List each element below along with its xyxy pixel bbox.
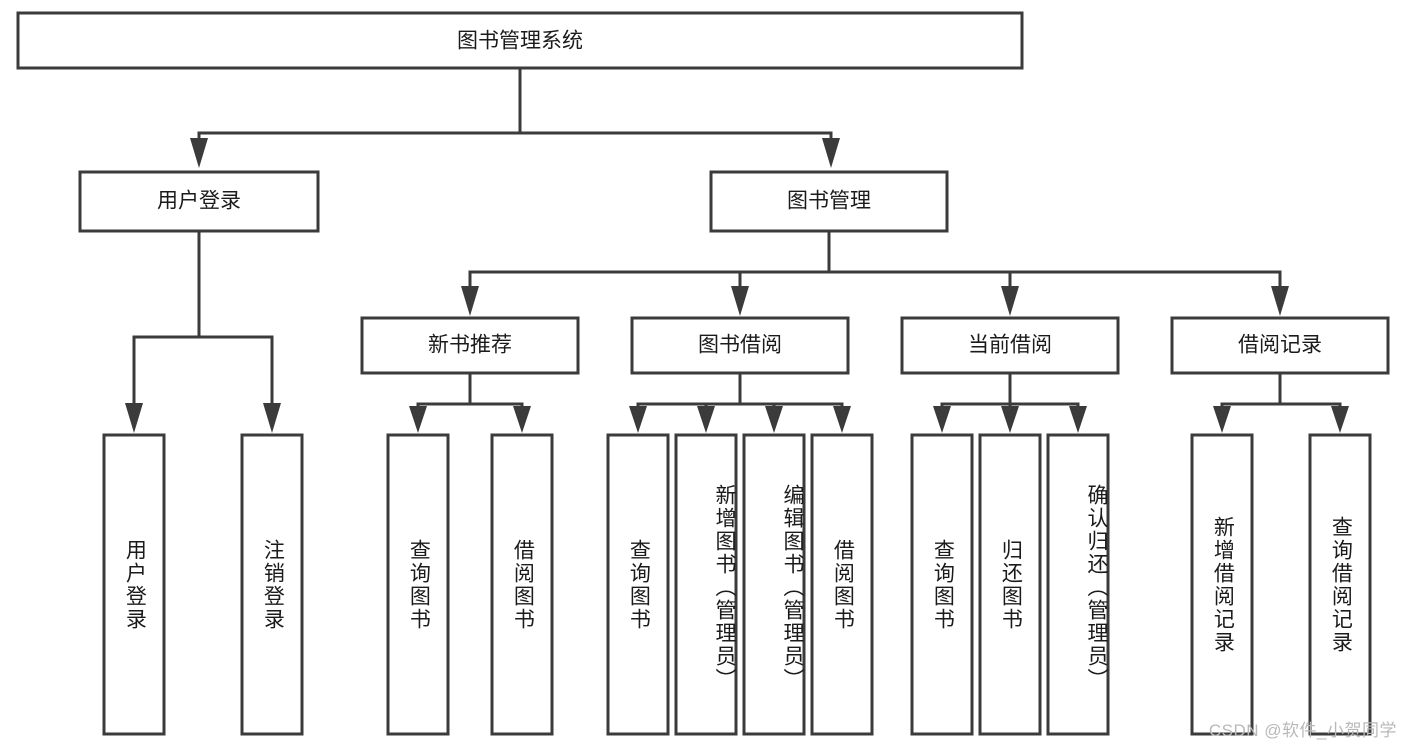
node-new-book-recommend[interactable]: 新书推荐 <box>360 316 580 375</box>
arrow-head-book-management <box>822 138 840 168</box>
arrow-head-leaf-add-record <box>1213 406 1231 433</box>
new-book-recommend-box[interactable] <box>360 316 580 375</box>
connector-borrow-record-to-leaves <box>1213 371 1349 433</box>
borrow-record-label: 借阅记录 <box>1238 334 1322 357</box>
node-book-borrow[interactable]: 图书借阅 <box>630 316 850 375</box>
root-label: 图书管理系统 <box>457 30 583 53</box>
leaf-box-add-book[interactable] <box>674 433 738 736</box>
user-login-label: 用户登录 <box>157 190 241 213</box>
node-user-login[interactable]: 用户登录 <box>78 170 320 233</box>
arrow-head-leaf-edit-book <box>765 406 783 433</box>
arrow-head-leaf-query-record <box>1331 406 1349 433</box>
book-borrow-label: 图书借阅 <box>698 334 782 357</box>
arrow-head-leaf-user-login <box>125 403 143 433</box>
leaf-box-query-record[interactable] <box>1308 433 1372 736</box>
leaf-box-edit-book[interactable] <box>742 433 806 736</box>
leaf-box-confirm-return[interactable] <box>1046 433 1110 736</box>
connector-root-to-level1 <box>190 66 840 168</box>
leaf-box-query-book-2[interactable] <box>606 433 670 736</box>
connector-book-management-to-level2 <box>461 229 1289 316</box>
leaf-box-query-book-3[interactable] <box>910 433 974 736</box>
arrow-head-leaf-query-book-2 <box>629 406 647 433</box>
arrow-head-leaf-borrow-book-1 <box>513 406 531 433</box>
connector-new-book-recommend-to-leaves <box>409 371 531 433</box>
arrow-head-current-borrow <box>1001 286 1019 316</box>
connector-user-login-to-leaves <box>125 229 281 433</box>
leaf-box-add-record[interactable] <box>1190 433 1254 736</box>
leaf-box-return-book[interactable] <box>978 433 1042 736</box>
leaf-box-query-book-1[interactable] <box>386 433 450 736</box>
arrow-head-leaf-borrow-book-2 <box>833 406 851 433</box>
leaf-box-borrow-book-2[interactable] <box>810 433 874 736</box>
current-borrow-label: 当前借阅 <box>968 334 1052 357</box>
book-management-label: 图书管理 <box>787 190 871 213</box>
arrow-head-book-borrow <box>731 286 749 316</box>
connector-current-borrow-to-leaves <box>933 371 1087 433</box>
leaf-box-logout-login[interactable] <box>240 433 304 736</box>
arrow-head-new-book-recommend <box>461 286 479 316</box>
leaf-box-borrow-book-1[interactable] <box>490 433 554 736</box>
node-root[interactable]: 图书管理系统 <box>16 11 1024 70</box>
arrow-head-leaf-logout-login <box>263 403 281 433</box>
leaf-box-user-login[interactable] <box>102 433 166 736</box>
user-login-box[interactable] <box>78 170 320 233</box>
arrow-head-leaf-query-book-3 <box>933 406 951 433</box>
arrow-head-borrow-record <box>1271 286 1289 316</box>
arrow-head-leaf-add-book <box>697 406 715 433</box>
arrow-head-user-login <box>190 138 208 168</box>
arrow-head-leaf-return-book <box>1001 406 1019 433</box>
node-current-borrow[interactable]: 当前借阅 <box>900 316 1120 375</box>
node-borrow-record[interactable]: 借阅记录 <box>1170 316 1390 375</box>
connector-book-borrow-to-leaves <box>629 371 851 433</box>
new-book-recommend-label: 新书推荐 <box>428 334 512 357</box>
root-box[interactable] <box>16 11 1024 70</box>
arrow-head-leaf-confirm-return <box>1069 406 1087 433</box>
node-book-management[interactable]: 图书管理 <box>709 170 949 233</box>
csdn-watermark: CSDN @软件_小贺同学 <box>1208 721 1397 740</box>
current-borrow-box[interactable] <box>900 316 1120 375</box>
arrow-head-leaf-query-book-1 <box>409 406 427 433</box>
